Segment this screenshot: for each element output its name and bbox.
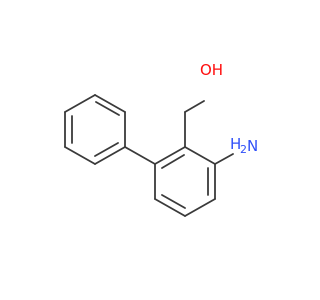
bond — [154, 198, 186, 217]
amine-n-label: N — [247, 137, 258, 155]
amine-h-label: H — [230, 135, 241, 153]
amine-h-count: 2 — [240, 143, 247, 156]
bond — [94, 94, 126, 113]
amine-bond — [214, 153, 234, 165]
hydroxyl-label: OH — [200, 61, 223, 79]
amine-label: H 2 N — [230, 135, 258, 156]
double-bond-inner — [161, 154, 185, 169]
bond — [64, 146, 96, 165]
double-bond-inner — [161, 194, 186, 209]
bond — [94, 146, 126, 165]
double-bond-inner — [94, 142, 119, 157]
molecule-structure-diagram: OH H 2 N — [64, 61, 258, 217]
biaryl-bond — [124, 146, 156, 165]
phenyl-ring — [64, 94, 126, 165]
hydroxyl-bond — [184, 100, 205, 113]
central-ring — [154, 146, 216, 217]
bond — [64, 94, 96, 113]
bond — [154, 146, 186, 165]
double-bond-inner — [95, 101, 120, 116]
bond — [184, 198, 216, 217]
bond — [184, 146, 216, 165]
